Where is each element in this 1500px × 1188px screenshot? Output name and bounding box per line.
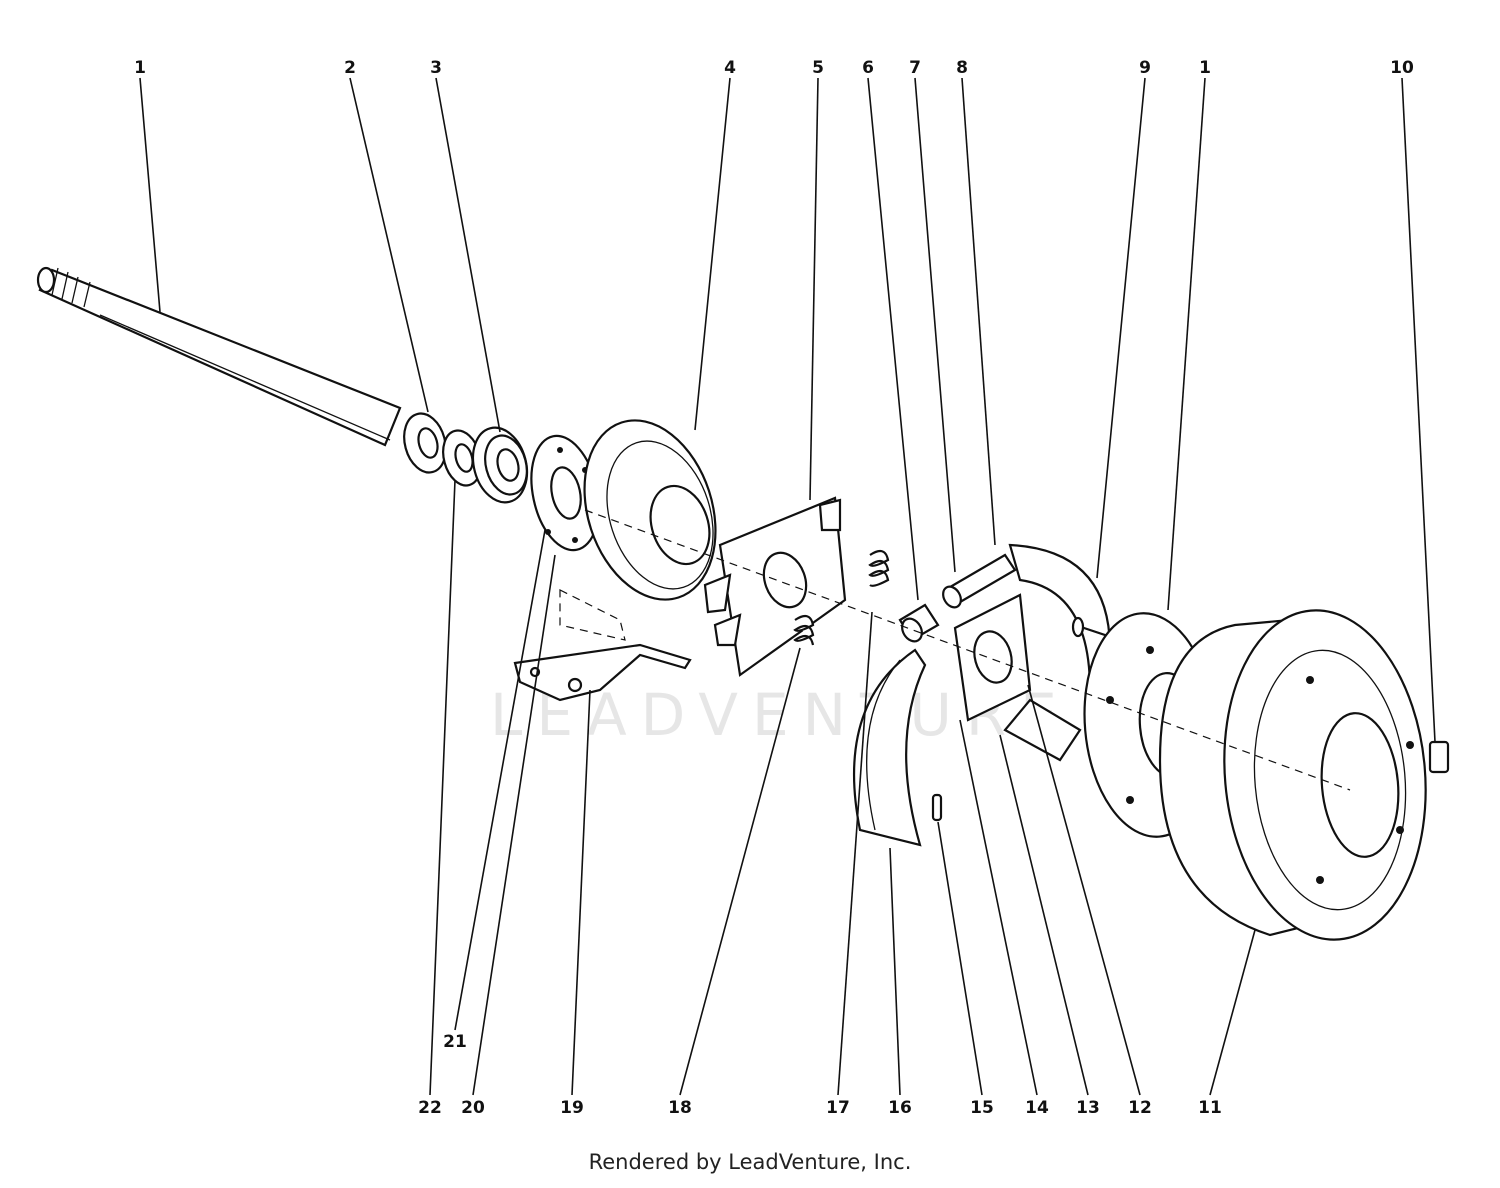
callout-13: 13 bbox=[1076, 1098, 1100, 1118]
callout-17: 17 bbox=[826, 1098, 850, 1118]
retaining-clip bbox=[931, 793, 943, 822]
brake-shoe bbox=[853, 648, 927, 847]
brake-drum bbox=[1158, 609, 1427, 941]
callout-18: 18 bbox=[668, 1098, 692, 1118]
callout-8: 8 bbox=[956, 58, 968, 78]
axle-shaft bbox=[36, 266, 402, 447]
callout-1-hub: 1 bbox=[1199, 58, 1211, 78]
spacer bbox=[442, 429, 482, 487]
callout-2: 2 bbox=[344, 58, 356, 78]
adjuster-screw bbox=[942, 553, 1017, 609]
callout-14: 14 bbox=[1025, 1098, 1049, 1118]
callout-5: 5 bbox=[812, 58, 824, 78]
callout-4: 4 bbox=[724, 58, 736, 78]
lug-nut bbox=[1428, 740, 1450, 774]
callout-12: 12 bbox=[1128, 1098, 1152, 1118]
adjuster-cylinder bbox=[898, 603, 940, 643]
callout-20: 20 bbox=[461, 1098, 485, 1118]
callout-1: 1 bbox=[134, 58, 146, 78]
gasket-plate bbox=[953, 593, 1032, 722]
render-credit: Rendered by LeadVenture, Inc. bbox=[588, 1150, 912, 1174]
spring-lower bbox=[793, 614, 815, 646]
callout-15: 15 bbox=[970, 1098, 994, 1118]
callout-3: 3 bbox=[430, 58, 442, 78]
callout-21: 21 bbox=[443, 1032, 467, 1052]
spring bbox=[868, 549, 890, 587]
washer bbox=[403, 412, 447, 474]
backing-plate bbox=[703, 496, 847, 677]
callout-11: 11 bbox=[1198, 1098, 1222, 1118]
dust-shield bbox=[559, 419, 717, 641]
callout-6: 6 bbox=[862, 58, 874, 78]
callout-16: 16 bbox=[888, 1098, 912, 1118]
callout-9: 9 bbox=[1139, 58, 1151, 78]
callout-10: 10 bbox=[1390, 58, 1414, 78]
callout-7: 7 bbox=[909, 58, 921, 78]
callout-19: 19 bbox=[560, 1098, 584, 1118]
callout-22: 22 bbox=[418, 1098, 442, 1118]
bearing bbox=[471, 426, 529, 504]
